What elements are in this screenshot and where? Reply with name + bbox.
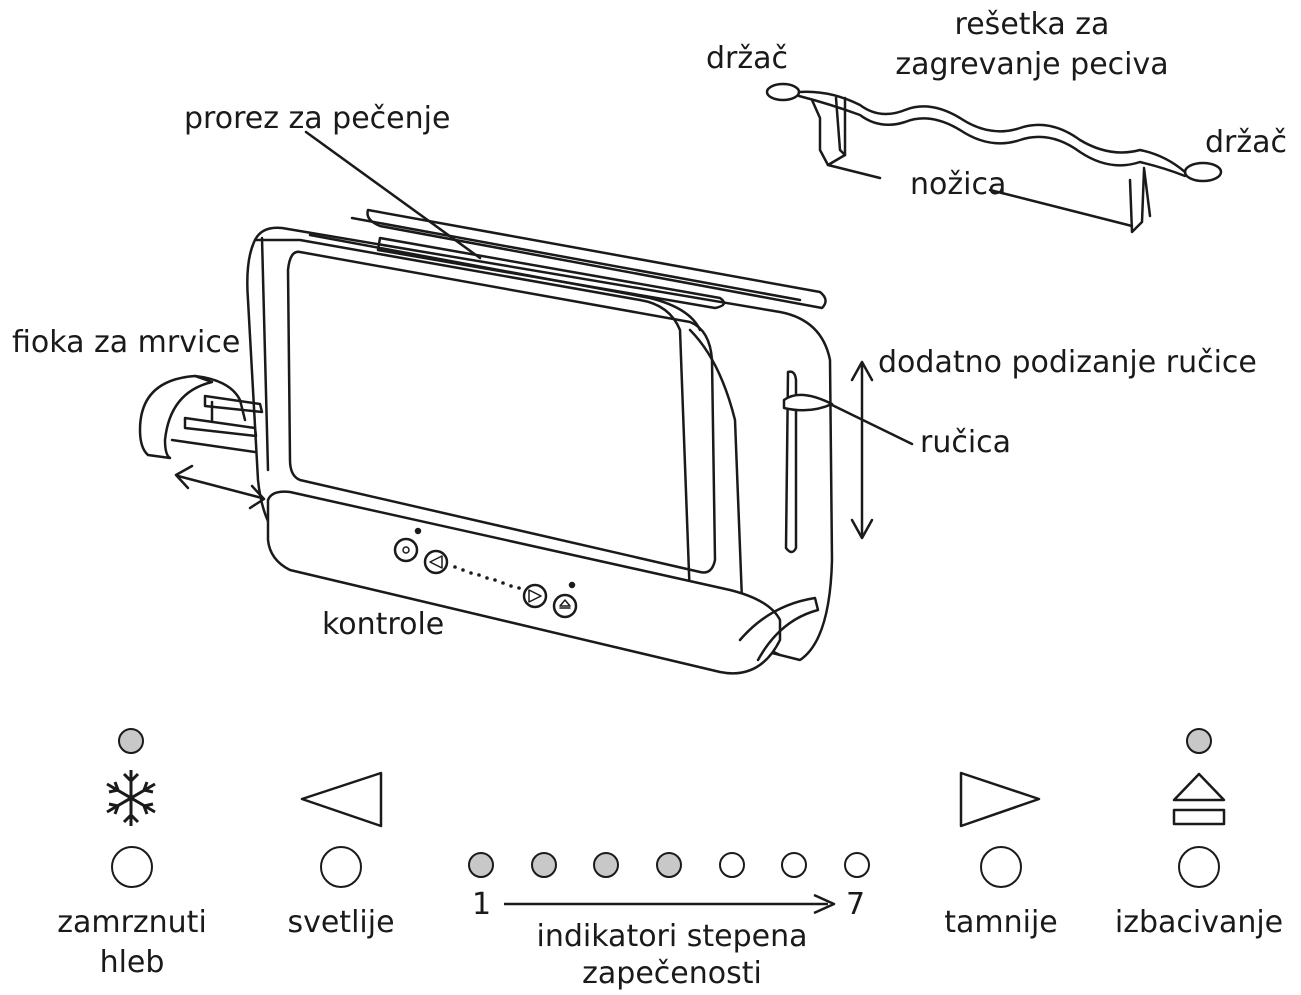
control-panel-legend <box>106 770 1226 915</box>
slot-pointer-line <box>304 130 482 260</box>
browning-level-led-2 <box>530 852 557 878</box>
browning-level-led-1 <box>468 852 494 878</box>
frozen-indicator-led <box>118 728 144 754</box>
holder-right-label: držač <box>1205 125 1288 160</box>
crumb-tray-label: fioka za mrvice <box>12 325 241 360</box>
frozen-label-line-1: zamrznuti <box>57 905 207 940</box>
darker-triangle-icon <box>959 771 1041 828</box>
lighter-button[interactable] <box>320 846 362 888</box>
toasting-slot <box>350 208 827 310</box>
extra-lift-label: dodatno podizanje ručice <box>878 345 1257 380</box>
scale-max-label: 7 <box>846 887 866 922</box>
browning-level-led-4 <box>656 852 682 878</box>
frozen-button[interactable] <box>111 846 153 888</box>
base-level-dots <box>453 565 521 590</box>
base-controls <box>393 527 578 619</box>
lighter-triangle-icon <box>300 771 383 828</box>
browning-level-led-5 <box>718 852 745 878</box>
toaster-base <box>266 490 820 675</box>
controls-label: kontrole <box>322 607 445 642</box>
lever-label: ručica <box>920 425 1012 460</box>
front-window <box>286 250 717 574</box>
eject-label: izbacivanje <box>1114 905 1284 940</box>
darker-button[interactable] <box>980 846 1022 888</box>
rack-label-line-2: zagrevanje peciva <box>895 47 1169 82</box>
crumb-tray <box>138 374 264 460</box>
scale-arrow <box>504 893 836 915</box>
crumb-tray-arrow <box>174 464 266 510</box>
browning-level-led-7 <box>844 852 870 878</box>
frozen-label-line-2: hleb <box>99 945 165 980</box>
warming-rack <box>765 82 1223 234</box>
scale-label-line-2: zapečenosti <box>582 956 762 991</box>
snowflake-icon <box>106 770 156 826</box>
eject-indicator-led <box>1186 728 1212 754</box>
scale-label-line-1: indikatori stepena <box>536 919 808 954</box>
holder-left-label: držač <box>706 41 789 76</box>
scale-min-label: 1 <box>472 887 492 922</box>
browning-level-led-6 <box>781 852 808 878</box>
rack-label-line-1: rešetka za <box>954 7 1110 42</box>
browning-level-led-3 <box>593 852 620 878</box>
eject-button[interactable] <box>1178 846 1220 888</box>
darker-label: tamnije <box>944 905 1058 940</box>
lever <box>782 370 914 554</box>
legs-label: nožica <box>910 167 1007 202</box>
lighter-label: svetlije <box>287 905 395 940</box>
slot-label: prorez za pečenje <box>184 101 451 136</box>
lever-travel-arrow <box>850 360 874 540</box>
eject-icon <box>1172 772 1226 826</box>
